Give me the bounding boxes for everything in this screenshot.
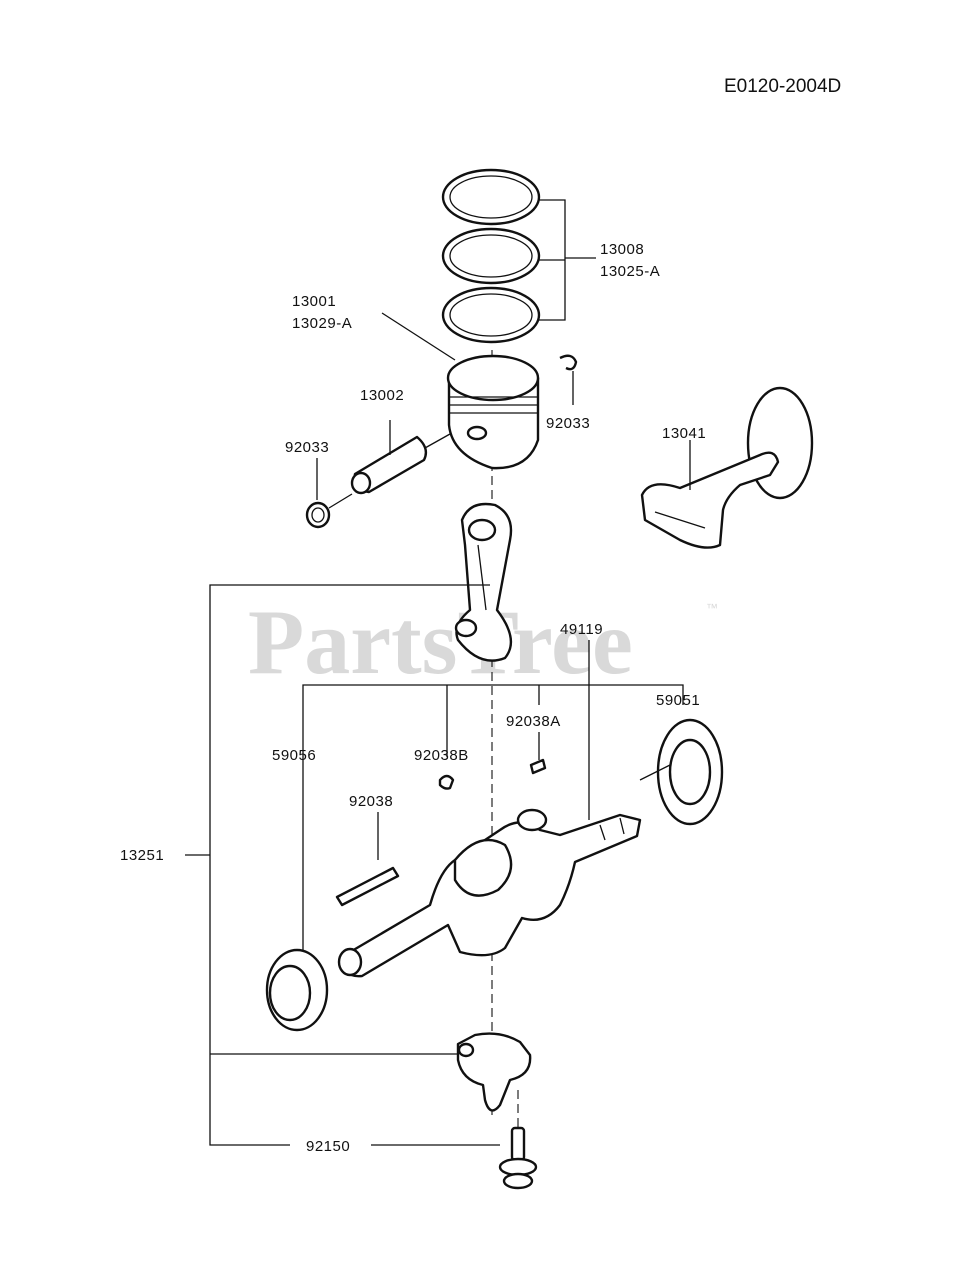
watermark-trademark: ™ — [706, 601, 718, 615]
diagram-code: E0120-2004D — [724, 76, 841, 97]
label-13041: 13041 — [662, 425, 706, 442]
piston-pin[interactable] — [350, 435, 428, 495]
label-92150: 92150 — [306, 1138, 350, 1155]
label-92038b: 92038B — [414, 747, 469, 764]
key-92038[interactable] — [335, 866, 400, 907]
label-49119: 49119 — [560, 621, 603, 638]
connecting-rod[interactable] — [454, 502, 513, 662]
label-92033-right: 92033 — [546, 415, 590, 432]
label-13025-a: 13025-A — [600, 263, 660, 280]
label-13002: 13002 — [360, 387, 404, 404]
connecting-rod-cap[interactable] — [456, 1032, 532, 1112]
label-13008: 13008 — [600, 241, 644, 258]
label-13001: 13001 — [292, 293, 336, 310]
watermark: PartsTree ™ — [248, 591, 718, 693]
circlip-left[interactable] — [305, 501, 331, 529]
label-92038: 92038 — [349, 793, 393, 810]
piston-rings[interactable] — [441, 168, 541, 344]
piston[interactable] — [446, 354, 540, 470]
circlip-right[interactable] — [559, 354, 578, 371]
key-92038b[interactable] — [438, 774, 455, 790]
label-92033-left: 92033 — [285, 439, 329, 456]
label-13029-a: 13029-A — [292, 315, 352, 332]
crank-gear-right[interactable] — [656, 718, 724, 826]
crank-gear-left[interactable] — [265, 948, 329, 1032]
key-92038a[interactable] — [529, 758, 547, 775]
label-92038a: 92038A — [506, 713, 561, 730]
label-59056: 59056 — [272, 747, 316, 764]
part-labels: 13001 13029-A 13008 13025-A 13002 92033 … — [120, 241, 706, 1155]
camshaft-gear[interactable] — [640, 386, 814, 549]
crankshaft[interactable] — [337, 808, 642, 978]
watermark-text: PartsTree — [248, 591, 633, 693]
label-13251: 13251 — [120, 847, 164, 864]
bolt[interactable] — [498, 1126, 538, 1190]
label-59051: 59051 — [656, 692, 700, 709]
